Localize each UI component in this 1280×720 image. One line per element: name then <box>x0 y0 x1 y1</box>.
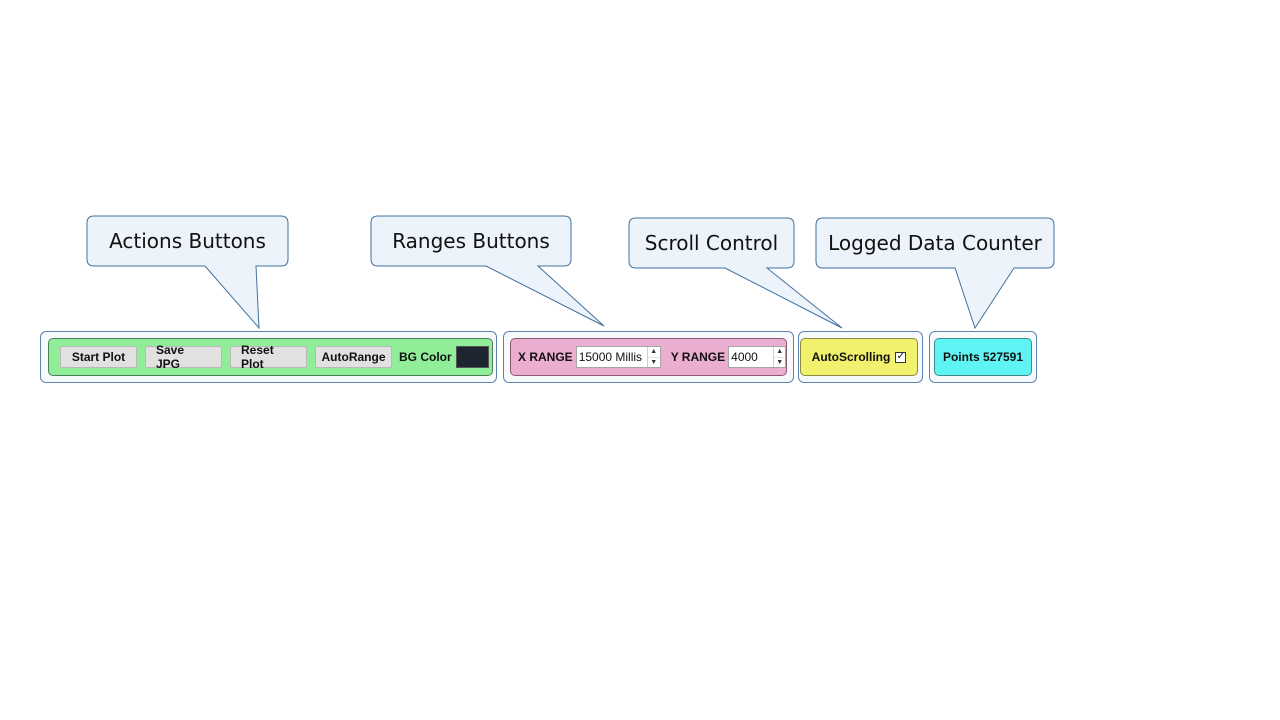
reset-plot-button[interactable]: Reset Plot <box>230 343 307 371</box>
x-range-up-icon[interactable]: ▲ <box>650 348 658 356</box>
x-range-input[interactable] <box>576 347 647 367</box>
scroll-panel: AutoScrolling ✓ <box>800 338 918 376</box>
callout-actions-shape <box>86 215 289 330</box>
callout-ranges-label: Ranges Buttons <box>392 229 550 253</box>
y-range-label: Y RANGE <box>670 350 726 364</box>
bg-color-swatch[interactable] <box>455 346 489 368</box>
callout-counter-label: Logged Data Counter <box>828 231 1042 255</box>
points-counter: Points 527591 <box>942 350 1024 364</box>
actions-panel: Start Plot Save JPG Reset Plot AutoRange… <box>48 338 493 376</box>
bg-color-label: BG Color <box>399 350 452 364</box>
callout-scroll-label: Scroll Control <box>644 231 779 255</box>
y-range-spinbox: ▲ ▼ <box>728 346 787 368</box>
y-range-input[interactable] <box>729 347 774 367</box>
ranges-group: X RANGE ▲ ▼ Y RANGE ▲ ▼ <box>503 331 794 383</box>
x-range-down-icon[interactable]: ▼ <box>647 356 660 368</box>
x-range-label: X RANGE <box>518 350 573 364</box>
y-range-down-icon[interactable]: ▼ <box>774 356 786 368</box>
counter-group: Points 527591 <box>929 331 1037 383</box>
counter-panel: Points 527591 <box>934 338 1032 376</box>
y-range-up-icon[interactable]: ▲ <box>776 348 784 356</box>
autoscrolling-checkbox[interactable]: ✓ <box>895 351 907 363</box>
y-range-arrows: ▲ ▼ <box>773 347 786 368</box>
save-jpg-button[interactable]: Save JPG <box>145 343 222 371</box>
ranges-panel: X RANGE ▲ ▼ Y RANGE ▲ ▼ <box>510 338 787 376</box>
x-range-arrows: ▲ ▼ <box>646 347 660 368</box>
autorange-button[interactable]: AutoRange <box>315 346 392 368</box>
check-icon: ✓ <box>896 351 906 362</box>
callout-ranges-shape <box>370 215 605 327</box>
actions-group: Start Plot Save JPG Reset Plot AutoRange… <box>40 331 497 383</box>
scroll-group: AutoScrolling ✓ <box>798 331 923 383</box>
x-range-spinbox: ▲ ▼ <box>575 346 661 368</box>
callout-counter-shape <box>815 217 1055 330</box>
autoscrolling-label: AutoScrolling <box>811 350 891 364</box>
start-plot-button[interactable]: Start Plot <box>60 346 137 368</box>
callout-actions-label: Actions Buttons <box>109 229 266 253</box>
callout-scroll-shape <box>628 217 843 329</box>
